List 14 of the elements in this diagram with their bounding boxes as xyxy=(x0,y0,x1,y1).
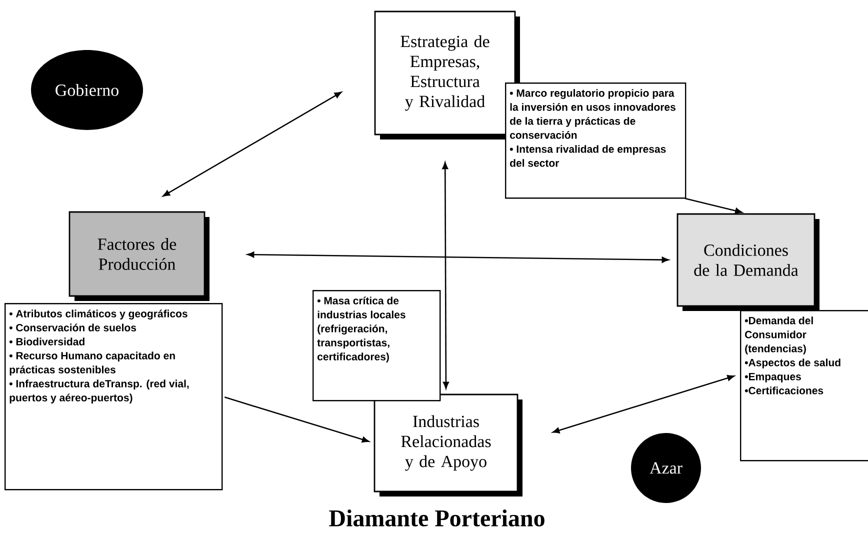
arrow xyxy=(442,162,449,389)
arrow xyxy=(224,396,370,443)
note-box: • Masa crítica de industrias locales (refrigeración, transportistas, certificadores) xyxy=(312,290,441,402)
arrow xyxy=(685,198,742,214)
note-box: • Marco regulatorio propicio para la inversión en usos innovadores de la tierra y prácticas de conservación • Intensa rivalidad de empresas del sector xyxy=(505,82,686,199)
title: Diamante Porteriano xyxy=(329,510,544,526)
factor-box: Industrias Relacionadas y de Apoyo xyxy=(374,394,522,496)
arrow xyxy=(162,92,342,197)
note-box: • Atributos climáticos y geográficos • Conservación de suelos • Biodiversidad • Recurso Humano capacitado en prácticas sostenibles • Infraestructura deTransp. (red vial, puertos y aéreo-puertos) xyxy=(4,302,223,490)
arrow xyxy=(247,252,669,263)
arrow xyxy=(552,374,734,434)
factor-box: Factores de Producción xyxy=(68,211,210,301)
factor-box: Condiciones de la Demanda xyxy=(676,213,820,311)
note-box: •Demanda del Consumidor (tendencias) •Aspectos de salud •Empaques •Certificaciones xyxy=(740,310,868,462)
